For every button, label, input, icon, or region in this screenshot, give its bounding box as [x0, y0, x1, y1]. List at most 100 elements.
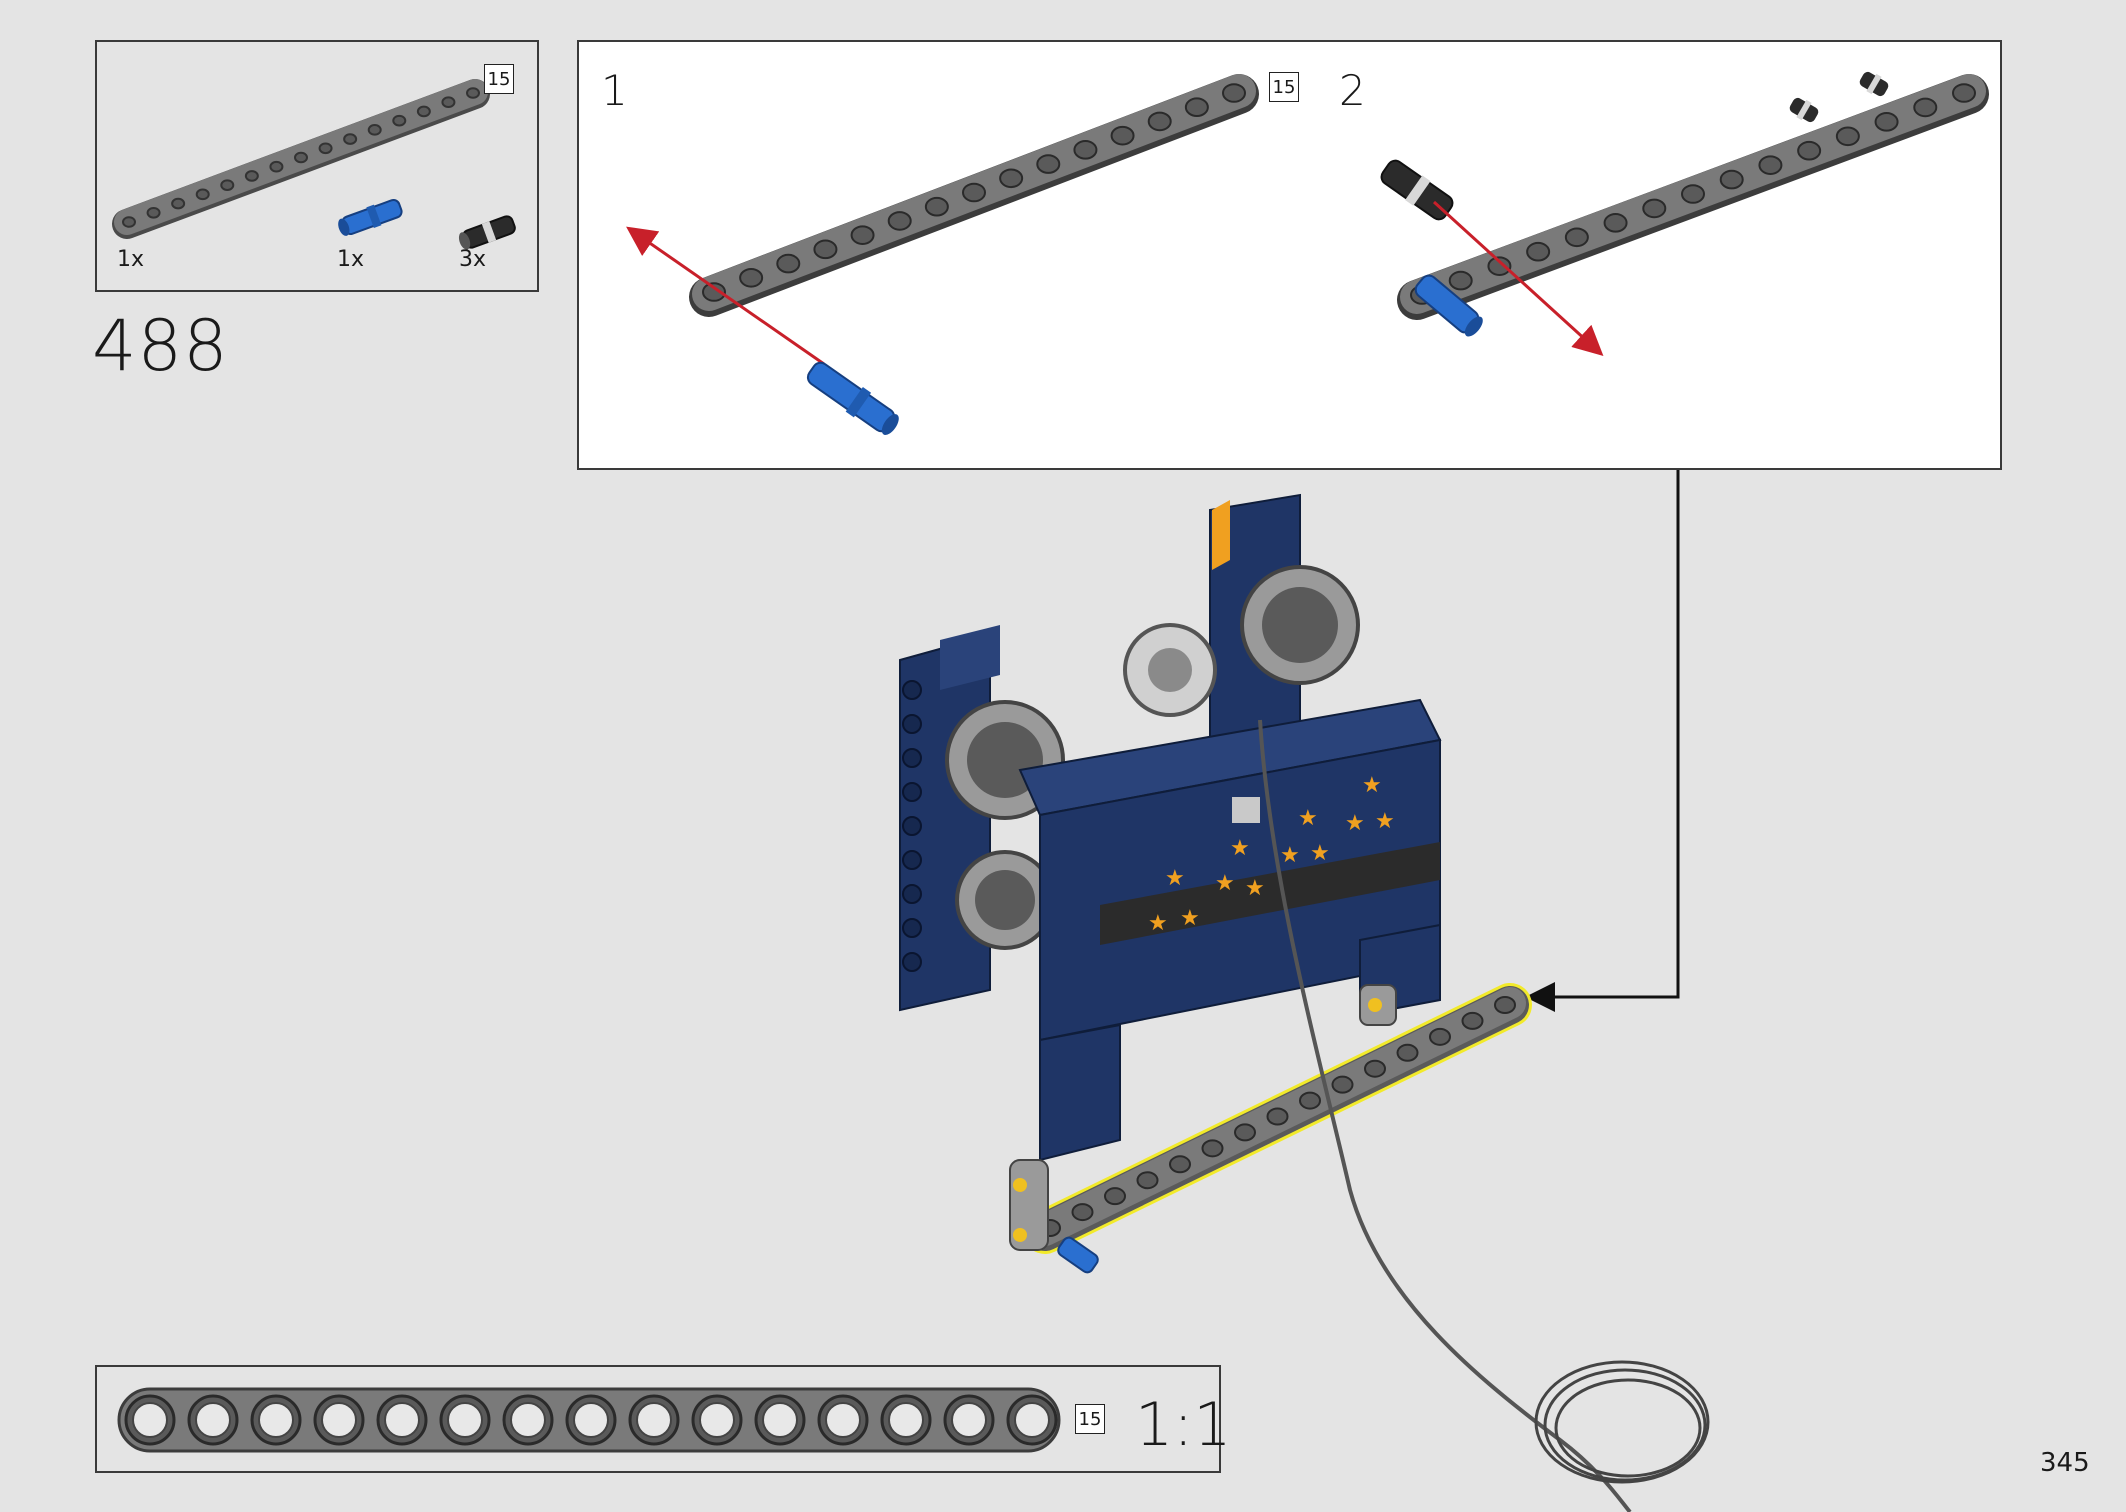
substep2-blue-pin-icon [1414, 274, 1483, 337]
scale-hole-inner [951, 1402, 987, 1438]
scale-hole-inner [384, 1402, 420, 1438]
parts-list-box: 15 1x 1x 3x [95, 40, 539, 292]
page-number: 345 [2040, 1448, 2090, 1478]
beam-hole [294, 151, 308, 164]
substep1-red-arrow [626, 226, 825, 366]
stud [902, 952, 922, 972]
stud [902, 714, 922, 734]
scale-hole-inner [888, 1402, 924, 1438]
scale-hole-inner [195, 1402, 231, 1438]
scale-hole-inner [762, 1402, 798, 1438]
scale-reference-box: 15 [95, 1365, 1221, 1473]
beam-hole [776, 253, 801, 274]
star-decoration-icon: ★ [1298, 806, 1318, 831]
scale-hole-inner [699, 1402, 735, 1438]
beam-hole [1147, 111, 1172, 132]
beam-hole [1952, 83, 1976, 103]
beam-hole [1073, 140, 1098, 160]
beam-hole [1719, 169, 1744, 190]
star-decoration-icon: ★ [1362, 773, 1382, 798]
highlighted-new-beam-icon [1023, 983, 1532, 1254]
beam-hole [1222, 83, 1246, 103]
substep1-beam-icon [689, 74, 1259, 317]
beam-hole [924, 196, 949, 217]
scale-hole-inner [258, 1402, 294, 1438]
gray-beam-icon [112, 79, 490, 239]
beam-hole [1494, 996, 1516, 1014]
scale-hole-inner [825, 1402, 861, 1438]
star-decoration-icon: ★ [1165, 866, 1185, 891]
stud [902, 748, 922, 768]
substep2-beam-icon [1397, 74, 1989, 320]
beam-hole [1396, 1043, 1419, 1062]
beam-hole [1874, 112, 1899, 132]
star-decoration-icon: ★ [1215, 871, 1235, 896]
beam-hole [1758, 155, 1783, 175]
beam-hole [999, 168, 1024, 189]
beam-hole [1797, 140, 1822, 161]
step-number: 488 [92, 305, 229, 387]
scale-hole-inner [132, 1402, 168, 1438]
beam-hole [1184, 97, 1209, 118]
substep2-small-pin-icon [1859, 71, 1889, 97]
substep2-small-pin-icon [1789, 97, 1819, 123]
beam-hole [1681, 184, 1705, 204]
star-decoration-icon: ★ [1245, 876, 1265, 901]
beam-hole [441, 96, 456, 109]
parts-beam-length-badge: 15 [484, 64, 514, 94]
beam-hole [1364, 1059, 1386, 1078]
stud [902, 850, 922, 870]
beam-hole [1110, 125, 1135, 146]
beam-hole [702, 282, 726, 302]
beam-hole [739, 267, 764, 288]
beam-hole [1136, 1171, 1159, 1190]
cable-coil-icon [1534, 1360, 1710, 1484]
parts-qty-beam: 1x [117, 247, 145, 272]
stud [902, 816, 922, 836]
beam-hole [1071, 1203, 1094, 1222]
beam-hole [1036, 154, 1061, 174]
substep-illustrations [626, 71, 1989, 435]
beam-hole [416, 105, 431, 118]
beam-hole [1487, 256, 1512, 276]
beam-hole [343, 133, 358, 145]
beam-hole [244, 170, 259, 182]
stud [902, 884, 922, 904]
parts-qty-black-pin: 3x [459, 247, 487, 272]
stud [902, 918, 922, 938]
substep1-blue-pin-icon [806, 361, 899, 435]
beam-hole [1835, 126, 1860, 147]
beam-hole [850, 225, 875, 245]
beam-hole [1642, 198, 1667, 219]
scale-hole-inner [573, 1402, 609, 1438]
beam-hole [1201, 1139, 1224, 1158]
scale-hole-inner [636, 1402, 672, 1438]
scale-hole-inner [447, 1402, 483, 1438]
beam-hole [1461, 1011, 1484, 1030]
parts-illustration [112, 79, 516, 250]
beam-hole [1299, 1091, 1321, 1110]
beam-hole [318, 142, 333, 155]
scale-hole-inner [321, 1402, 357, 1438]
beam-hole [195, 188, 210, 201]
beam-hole [813, 239, 838, 260]
beam-hole [1169, 1155, 1191, 1174]
beam-hole [1603, 213, 1628, 233]
beam-hole [122, 216, 136, 228]
beam-hole [1429, 1027, 1451, 1046]
star-decoration-icon: ★ [1345, 811, 1365, 836]
main-blue-pin-icon [1057, 1236, 1099, 1274]
beam-hole [962, 182, 986, 203]
beam-hole [1564, 227, 1589, 248]
star-decoration-icon: ★ [1280, 843, 1300, 868]
stud [902, 680, 922, 700]
beam-hole [367, 124, 382, 136]
blue-pin-icon [338, 198, 403, 236]
beam-hole [146, 206, 161, 219]
substep-number-1: 1 [601, 66, 628, 115]
beam-hole [466, 87, 480, 99]
substep-callout-box: 1 2 15 [577, 40, 2002, 470]
main-body-panel-icon: ★★★★★★★★★★★★ [1018, 698, 1442, 1162]
